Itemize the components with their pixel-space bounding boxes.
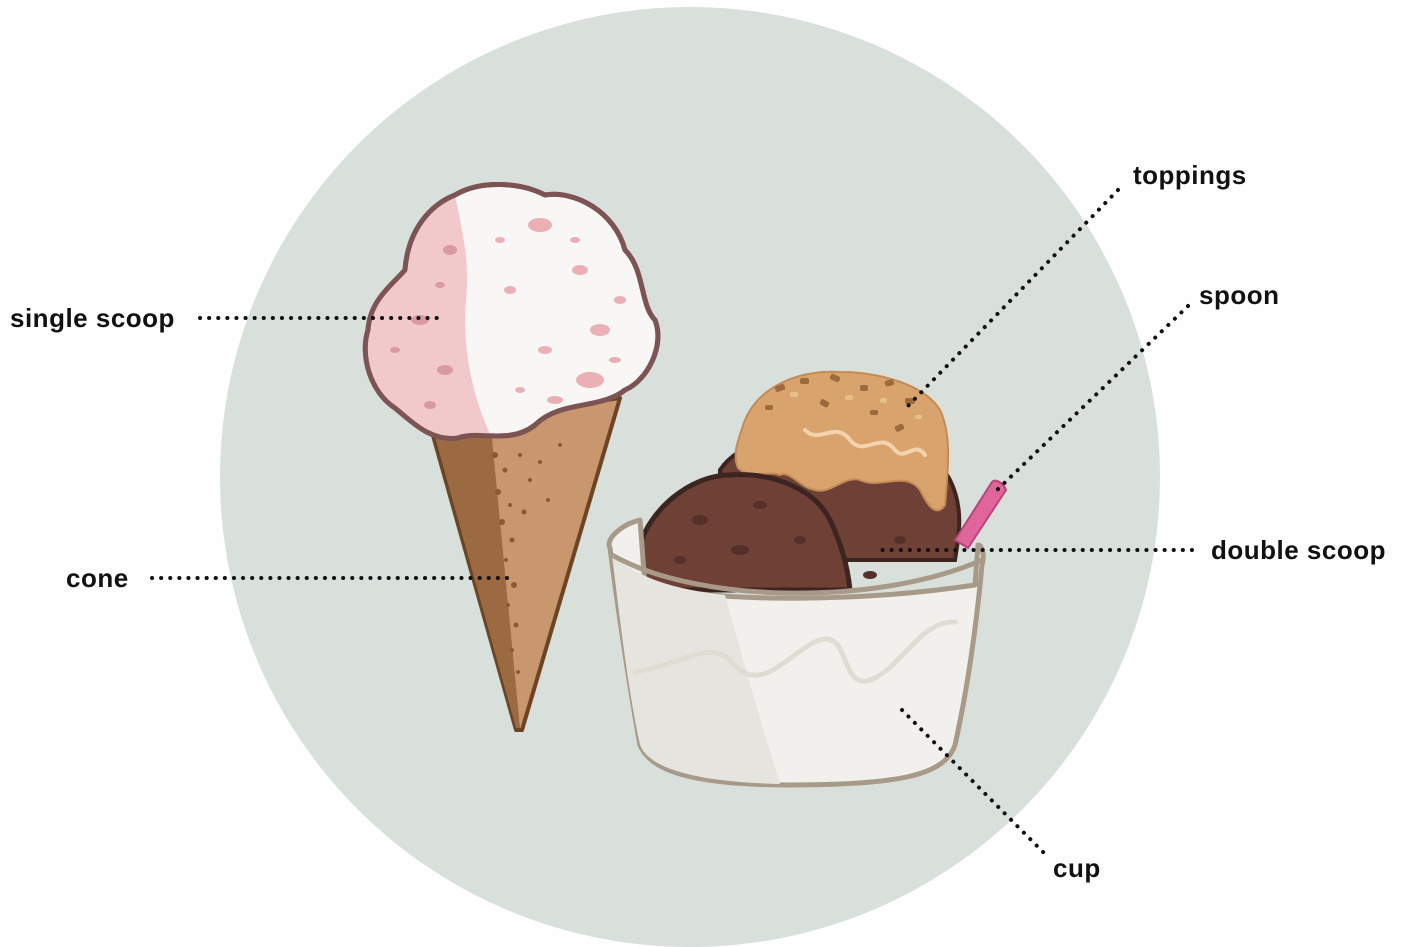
background-circle [220, 7, 1160, 947]
double-scoop-label: double scoop [1211, 535, 1386, 565]
cup-label: cup [1053, 853, 1101, 883]
toppings-label: toppings [1133, 160, 1247, 190]
spoon-label: spoon [1199, 280, 1280, 310]
single-scoop-label: single scoop [10, 303, 175, 333]
cone-label: cone [66, 563, 129, 593]
